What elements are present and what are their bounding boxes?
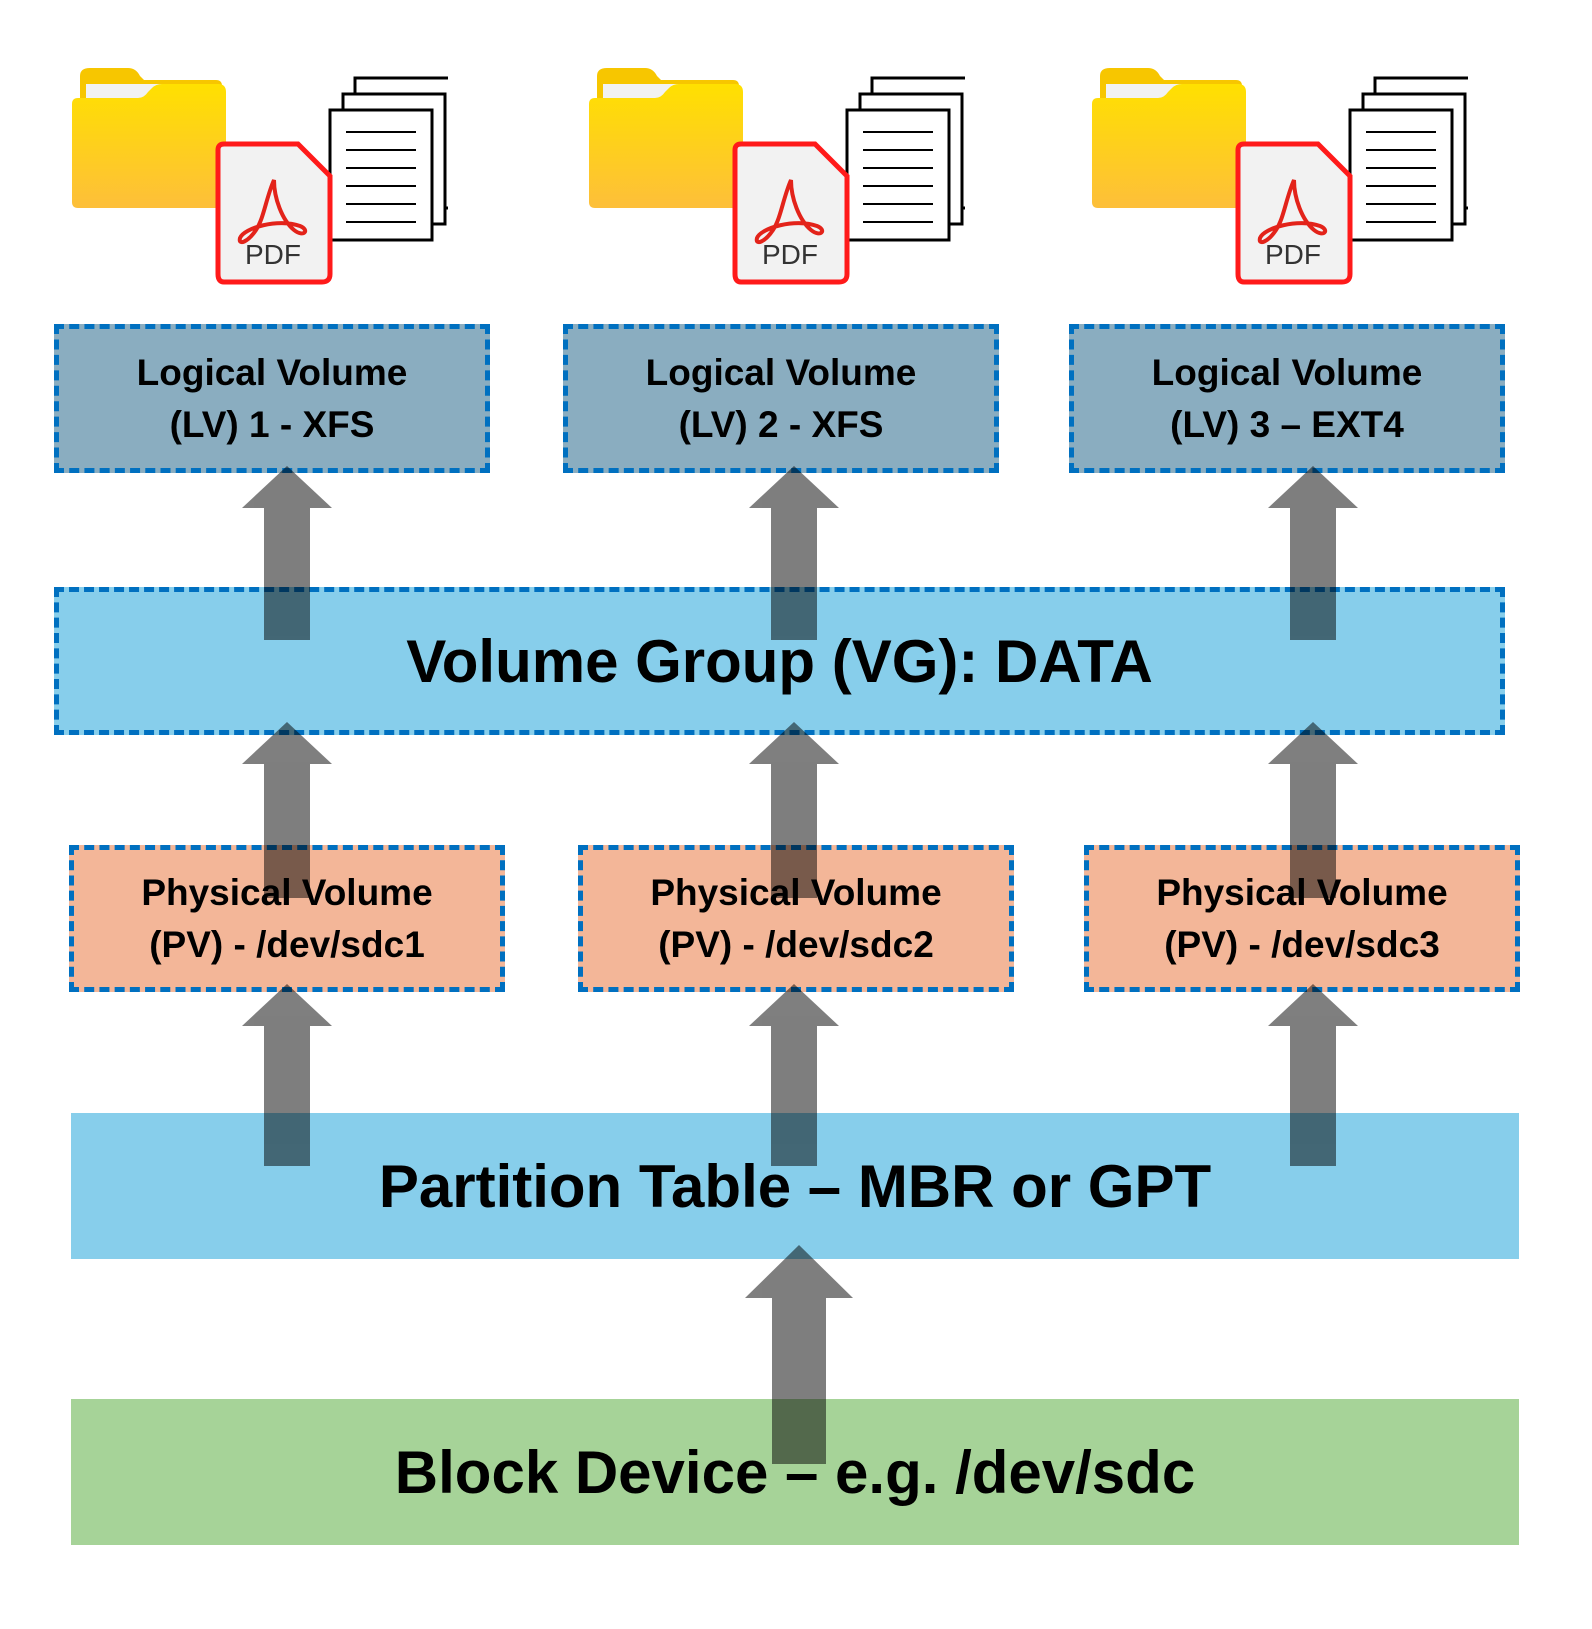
pdf-file-icon: PDF xyxy=(215,141,333,285)
block-device-label: Block Device – e.g. /dev/sdc xyxy=(394,1438,1196,1506)
files-illustration: PDF xyxy=(1092,68,1479,285)
volume-group: Volume Group (VG): DATA xyxy=(54,587,1505,735)
logical-volume-2: Logical Volume (LV) 2 - XFS xyxy=(563,324,999,473)
lv-title: Logical Volume xyxy=(645,351,917,393)
pv-title: Physical Volume xyxy=(650,871,942,913)
lv-subtitle: (LV) 1 - XFS xyxy=(169,403,375,445)
documents-stack-icon xyxy=(328,76,459,242)
block-device: Block Device – e.g. /dev/sdc xyxy=(71,1399,1519,1545)
file-icons-group-2: PDF xyxy=(585,68,976,293)
volume-group-label: Volume Group (VG): DATA xyxy=(406,627,1153,695)
physical-volume-3: Physical Volume (PV) - /dev/sdc3 xyxy=(1084,845,1520,992)
folder-icon xyxy=(72,68,226,208)
lv-subtitle: (LV) 2 - XFS xyxy=(678,403,884,445)
lv-title: Logical Volume xyxy=(136,351,408,393)
file-icons-group-3: PDF xyxy=(1088,68,1479,293)
svg-text:PDF: PDF xyxy=(245,239,301,270)
logical-volume-1: Logical Volume (LV) 1 - XFS xyxy=(54,324,490,473)
documents-stack-icon xyxy=(1348,76,1479,242)
physical-volume-1: Physical Volume (PV) - /dev/sdc1 xyxy=(69,845,505,992)
pv-title: Physical Volume xyxy=(141,871,433,913)
lv-title: Logical Volume xyxy=(1151,351,1423,393)
pdf-file-icon: PDF xyxy=(732,141,850,285)
lv-subtitle: (LV) 3 – EXT4 xyxy=(1170,403,1404,445)
pv-subtitle: (PV) - /dev/sdc3 xyxy=(1164,923,1440,965)
file-icons-group-1: PDF xyxy=(68,68,459,293)
svg-text:PDF: PDF xyxy=(762,239,818,270)
documents-stack-icon xyxy=(845,76,976,242)
folder-icon xyxy=(589,68,743,208)
physical-volume-2: Physical Volume (PV) - /dev/sdc2 xyxy=(578,845,1014,992)
files-illustration: PDF xyxy=(589,68,976,285)
folder-icon xyxy=(1092,68,1246,208)
pdf-file-icon: PDF xyxy=(1235,141,1353,285)
partition-table: Partition Table – MBR or GPT xyxy=(71,1113,1519,1259)
logical-volume-3: Logical Volume (LV) 3 – EXT4 xyxy=(1069,324,1505,473)
pv-subtitle: (PV) - /dev/sdc1 xyxy=(149,923,425,965)
svg-text:PDF: PDF xyxy=(1265,239,1321,270)
partition-table-label: Partition Table – MBR or GPT xyxy=(378,1152,1212,1220)
pv-title: Physical Volume xyxy=(1156,871,1448,913)
pv-subtitle: (PV) - /dev/sdc2 xyxy=(658,923,934,965)
files-illustration: PDF xyxy=(72,68,459,285)
